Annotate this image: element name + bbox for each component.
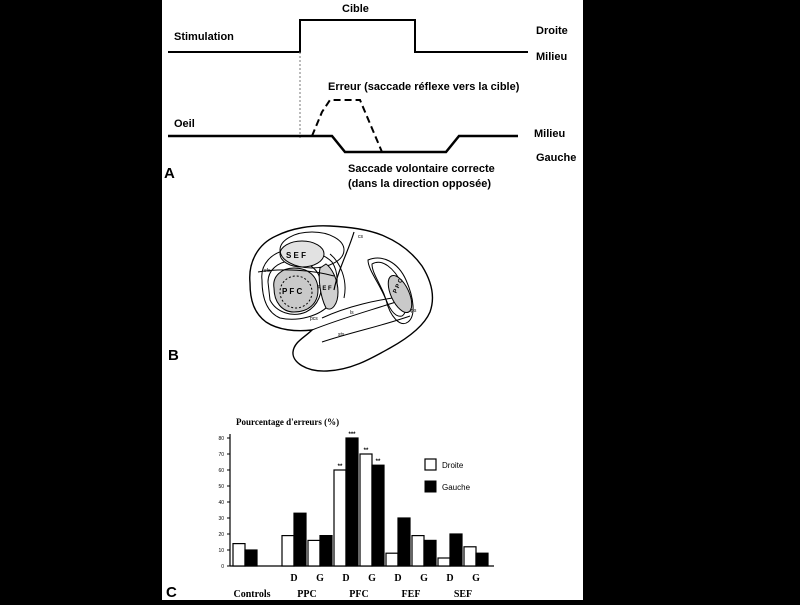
panel-c-letter: C — [166, 584, 177, 600]
right-label: Droite — [536, 25, 568, 37]
sub-label: D — [394, 573, 401, 584]
ppc-region — [387, 274, 413, 314]
y-tick-label: 30 — [218, 516, 224, 522]
legend-swatch-gauche — [424, 480, 437, 493]
bars — [232, 437, 489, 567]
fef-label: F E F — [317, 286, 332, 292]
group-label: Controls — [233, 589, 270, 600]
parietal-contour-1 — [367, 257, 414, 324]
sub-label: D — [446, 573, 453, 584]
bar-sef-g-gauche — [475, 552, 489, 567]
sulcus-label-sfs: sfs — [264, 268, 271, 274]
sulcus-line-2 — [329, 253, 346, 299]
sulcus-label-pcs: pcs — [310, 316, 318, 322]
bar-ppc-g-droite — [307, 539, 321, 567]
error-label: Erreur (saccade réflexe vers la cible) — [328, 81, 520, 93]
y-tick-label: 0 — [221, 564, 224, 570]
bar-controls-droite — [232, 542, 246, 567]
pfc-dotted-circle — [279, 275, 313, 309]
eye-label: Oeil — [174, 118, 195, 130]
group-label: SEF — [454, 589, 472, 600]
y-tick-label: 70 — [218, 452, 224, 458]
sulcus-label-ls: ls — [350, 310, 354, 316]
lateral-sulcus — [311, 299, 403, 331]
figure: Cible Droite Stimulation Milieu Erreur (… — [162, 0, 583, 601]
bar-fef-g-droite — [411, 534, 425, 567]
correct-saccade-label-2: (dans la direction opposée) — [348, 178, 491, 190]
significance-mark: ** — [376, 459, 381, 465]
bar-sef-g-droite — [463, 546, 477, 567]
chart-title: Pourcentage d'erreurs (%) — [236, 417, 339, 427]
correct-saccade-label-1: Saccade volontaire correcte — [348, 163, 495, 175]
temporal-sulcus — [321, 315, 411, 343]
significance-mark: ** — [338, 464, 343, 470]
brain-outline — [249, 225, 434, 372]
pfc-label: P F C — [282, 287, 303, 296]
left-label: Gauche — [536, 152, 576, 164]
significance-marks: ********* — [338, 432, 381, 470]
bar-ppc-g-gauche — [319, 534, 333, 567]
stimulation-trace — [168, 19, 528, 53]
figure-svg: Cible Droite Stimulation Milieu Erreur (… — [164, 3, 576, 601]
panel-a-letter: A — [164, 165, 175, 182]
group-label: PPC — [297, 589, 316, 600]
error-chart: Pourcentage d'erreurs (%) 0 10 20 30 40 50 60 7… — [218, 417, 494, 600]
sub-label: G — [420, 573, 428, 584]
sulcus-label-sts: sts — [338, 332, 345, 338]
y-tick-label: 60 — [218, 468, 224, 474]
fef-region — [318, 263, 339, 310]
bar-pfc-d-gauche — [345, 437, 359, 567]
sub-label: G — [368, 573, 376, 584]
y-tick-label: 10 — [218, 548, 224, 554]
sef-outline — [279, 231, 345, 269]
bar-fef-g-gauche — [423, 539, 437, 567]
panel-a: Cible Droite Stimulation Milieu Erreur (… — [164, 3, 576, 190]
sub-label: G — [472, 573, 480, 584]
bar-sef-d-droite — [437, 557, 451, 567]
sulcus-label-ips: ips — [410, 308, 417, 314]
parietal-contour-2 — [371, 261, 407, 317]
legend-label-gauche: Gauche — [442, 483, 471, 492]
y-tick-label: 40 — [218, 500, 224, 506]
bar-controls-gauche — [244, 549, 258, 567]
bar-fef-d-droite — [385, 552, 399, 567]
legend: Droite Gauche — [424, 458, 471, 493]
y-tick-label: 80 — [218, 436, 224, 442]
sef-label: S E F — [286, 251, 306, 260]
significance-mark: ** — [364, 448, 369, 454]
sub-label: D — [342, 573, 349, 584]
legend-label-droite: Droite — [442, 461, 464, 470]
bar-sef-d-gauche — [449, 533, 463, 567]
panel-b-letter: B — [168, 347, 179, 364]
middle-label-eye: Milieu — [534, 128, 565, 140]
sub-label: G — [316, 573, 324, 584]
significance-mark: *** — [348, 432, 356, 438]
bar-ppc-d-droite — [281, 534, 295, 567]
sub-label: D — [290, 573, 297, 584]
eye-trace-error — [311, 99, 383, 153]
y-tick-label: 50 — [218, 484, 224, 490]
bar-ppc-d-gauche — [293, 512, 307, 567]
bar-pfc-g-gauche — [371, 464, 385, 567]
sulcus-label-cs: cs — [358, 234, 364, 240]
group-label: PFC — [349, 589, 368, 600]
bar-fef-d-gauche — [397, 517, 411, 567]
stimulation-label: Stimulation — [174, 31, 234, 43]
y-tick-label: 20 — [218, 532, 224, 538]
bar-pfc-g-droite — [359, 453, 373, 567]
central-sulcus — [333, 231, 355, 291]
target-label: Cible — [342, 3, 369, 15]
middle-label-top: Milieu — [536, 51, 567, 63]
eye-trace-correct — [168, 134, 518, 154]
legend-swatch-droite — [424, 458, 437, 471]
bar-pfc-d-droite — [333, 469, 347, 567]
sulcus-line-3 — [257, 269, 335, 277]
panel-b: S E F F E F P F C P P C cs sfs ips sts l… — [249, 225, 434, 372]
x-labels: D G D G D G D G Controls PPC PFC FEF SEF — [233, 573, 480, 600]
group-label: FEF — [402, 589, 421, 600]
